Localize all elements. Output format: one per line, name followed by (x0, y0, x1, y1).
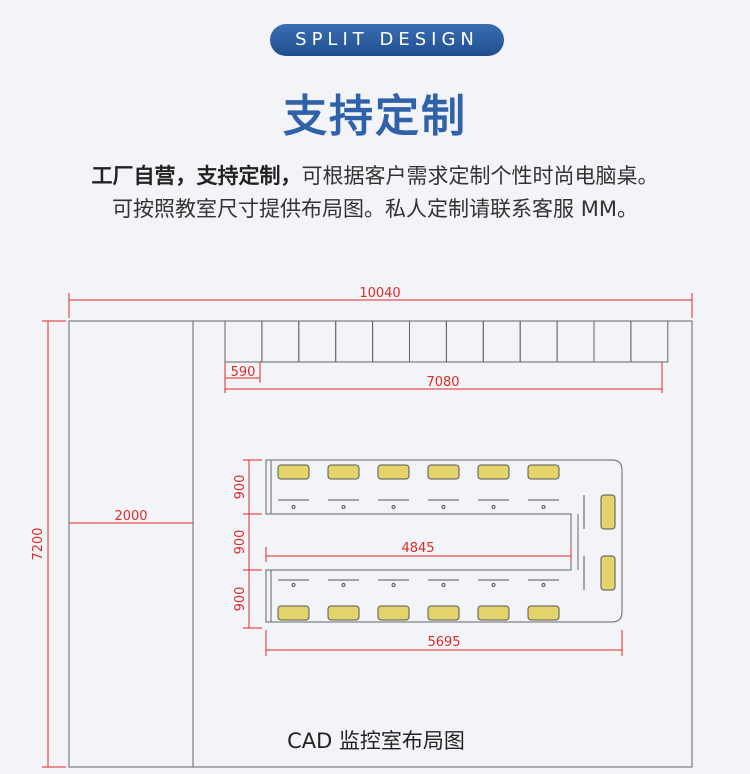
bold-phrase-1: 工厂自营， (91, 164, 197, 188)
monitor-stand (291, 583, 296, 587)
dim-row-depth-2: 900 (233, 530, 248, 555)
description-line-2: 可按照教室尺寸提供布局图。私人定制请联系客服 MM。 (112, 197, 638, 221)
monitor-stand (341, 505, 346, 509)
page-title: 支持定制 (283, 91, 467, 142)
monitor-stand (491, 583, 496, 587)
cabinet-unit (630, 320, 669, 363)
monitor-stand (441, 583, 446, 587)
dim-total-height: 7200 (31, 527, 46, 560)
dim-inner-span: 4845 (401, 541, 434, 556)
monitor-stand (491, 505, 496, 509)
seat-top-row (327, 464, 360, 480)
monitor-stand (541, 583, 546, 587)
bold-phrase-2: 支持定制， (196, 164, 302, 188)
seat-top-row (277, 464, 310, 480)
seat-top-row (377, 464, 410, 480)
dim-total-width: 10040 (359, 286, 400, 301)
seat-group (277, 464, 616, 621)
monitor-stand (441, 505, 446, 509)
description-text-1: 可根据客户需求定制个性时尚电脑桌。 (301, 164, 659, 188)
room-outline (68, 320, 693, 768)
dim-cabinet-run: 7080 (426, 375, 459, 390)
cabinet-row (224, 320, 669, 363)
dim-desk-span: 5695 (427, 635, 460, 650)
seat-top-row (427, 464, 460, 480)
dim-row-depth-1: 900 (233, 475, 248, 500)
seat-bottom-row (477, 605, 510, 621)
seat-top-row (527, 464, 560, 480)
split-design-badge: SPLIT DESIGN (270, 24, 504, 56)
dim-left-zone: 2000 (114, 509, 147, 524)
seat-bottom-row (377, 605, 410, 621)
seat-bottom-row (327, 605, 360, 621)
dim-row-depth-3: 900 (233, 587, 248, 612)
monitor-stand (541, 505, 546, 509)
seat-right-side (600, 555, 616, 591)
seat-top-row (477, 464, 510, 480)
seat-bottom-row (527, 605, 560, 621)
dim-cabinet-unit: 590 (231, 365, 256, 380)
monitor-stand (391, 583, 396, 587)
monitor-stand (341, 583, 346, 587)
monitor-stand (291, 505, 296, 509)
seat-right-side (600, 494, 616, 530)
u-shaped-desk (265, 459, 623, 623)
seat-bottom-row (427, 605, 460, 621)
description-line-1: 工厂自营，支持定制，可根据客户需求定制个性时尚电脑桌。 (0, 160, 750, 190)
monitor-stand (391, 505, 396, 509)
cad-caption: CAD 监控室布局图 (287, 729, 465, 753)
seat-bottom-row (277, 605, 310, 621)
monitor-group (278, 495, 585, 590)
